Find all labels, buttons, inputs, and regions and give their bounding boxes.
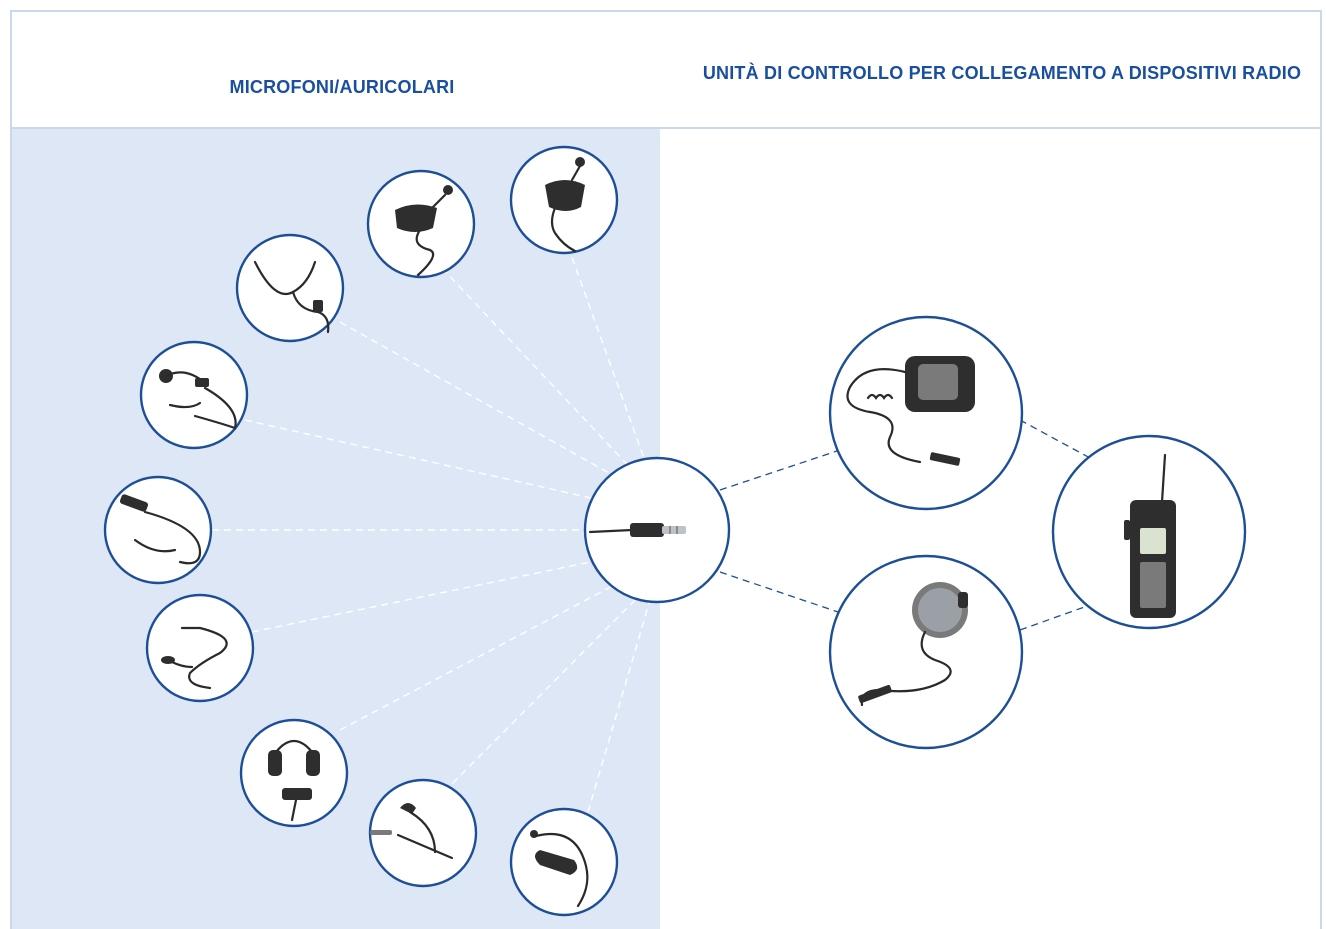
right-connectors bbox=[719, 419, 1091, 631]
neckband-earphone-icon[interactable] bbox=[509, 807, 619, 917]
jack-connector-icon[interactable] bbox=[583, 456, 731, 604]
boom-microphone-cable-icon[interactable] bbox=[103, 475, 213, 585]
in-ear-earphone-icon[interactable] bbox=[368, 778, 478, 888]
remote-speaker-microphone-icon[interactable] bbox=[828, 315, 1024, 511]
header-row: MICROFONI/AURICOLARI UNITÀ DI CONTROLLO … bbox=[12, 12, 1320, 129]
helmet-headset-icon[interactable] bbox=[509, 145, 619, 255]
push-to-talk-button-icon[interactable] bbox=[828, 554, 1024, 750]
microphones-earphones-heading: MICROFONI/AURICOLARI bbox=[229, 77, 455, 97]
over-ear-headset-icon[interactable] bbox=[239, 718, 349, 828]
helmet-headset-boom-icon[interactable] bbox=[366, 169, 476, 279]
control-units-heading: UNITÀ DI CONTROLLO PER COLLEGAMENTO A DI… bbox=[702, 63, 1302, 83]
earphone-mic-cable-icon[interactable] bbox=[145, 593, 255, 703]
headband-earpiece-icon[interactable] bbox=[139, 340, 249, 450]
handheld-radio-icon[interactable] bbox=[1051, 434, 1247, 630]
throat-microphone-icon[interactable] bbox=[235, 233, 345, 343]
left-connectors bbox=[212, 234, 651, 813]
